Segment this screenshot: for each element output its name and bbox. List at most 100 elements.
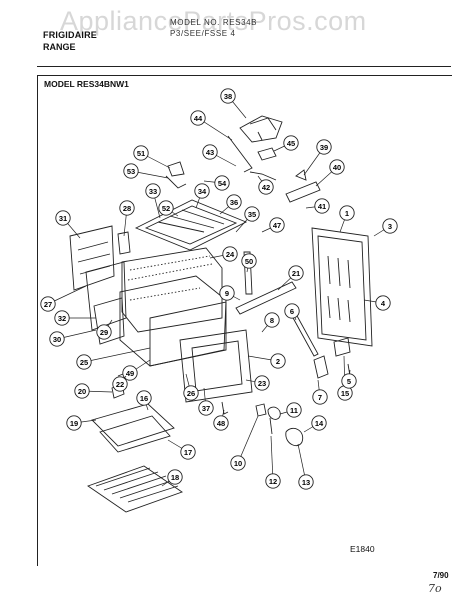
rack-18-grid: [95, 467, 179, 503]
callout-circle: [133, 145, 149, 161]
side-panel-31-shape: [69, 225, 115, 291]
part-callout-37: 37: [198, 387, 214, 416]
callout-number: 39: [320, 143, 328, 152]
callout-circle: [194, 183, 210, 199]
part-callout-48: 48: [213, 409, 229, 431]
callout-circle: [284, 303, 300, 319]
callout-circle: [283, 135, 299, 151]
callout-circle: [258, 179, 274, 195]
bracket-53-shape: [165, 175, 187, 189]
callout-circle: [382, 218, 398, 234]
rear-panel-slots: [327, 255, 351, 323]
top-panel-inner: [144, 205, 238, 245]
part-callout-42: 42: [257, 175, 274, 195]
clip-7-shape: [313, 355, 329, 379]
callout-number: 7: [318, 393, 322, 402]
callout-number: 20: [78, 387, 86, 396]
callout-number: 2: [276, 357, 280, 366]
callout-circle: [158, 200, 174, 216]
part-callout-33: 33: [145, 183, 161, 219]
top-mechanism-detail: [249, 117, 277, 141]
pin-48-shape: [221, 401, 229, 415]
callout-circle: [49, 331, 65, 347]
callout-circle: [54, 310, 70, 326]
callout-circle: [213, 415, 229, 431]
callout-number: 30: [53, 335, 61, 344]
callout-circle: [329, 159, 345, 175]
callout-number: 22: [116, 380, 124, 389]
callout-circle: [136, 390, 152, 406]
callout-circle: [339, 205, 355, 221]
part-callout-12: 12: [265, 435, 281, 489]
part-callout-53: 53: [123, 163, 169, 179]
callout-circle: [190, 110, 206, 126]
part-callout-16: 16: [136, 390, 152, 411]
bracket-40-shape: [285, 181, 321, 203]
callout-number: 13: [302, 478, 310, 487]
callout-number: 26: [187, 389, 195, 398]
heating-element-50: [243, 251, 253, 295]
part-callout-29: 29: [96, 319, 113, 340]
callout-circle: [122, 365, 138, 381]
callout-number: 38: [224, 92, 232, 101]
top-panel-lines: [157, 209, 225, 233]
callout-circle: [119, 200, 135, 216]
callout-number: 36: [230, 198, 238, 207]
part-callout-49: 49: [122, 359, 151, 381]
part-callout-39: 39: [303, 139, 332, 176]
part-callout-2: 2: [247, 353, 286, 369]
side-panel-lines: [77, 241, 111, 275]
callout-circle: [341, 373, 357, 389]
part-callout-35: 35: [235, 206, 260, 233]
callout-circle: [55, 210, 71, 226]
callout-number: 5: [347, 377, 351, 386]
callout-number: 53: [127, 167, 135, 176]
heating-element-21: [235, 281, 297, 315]
rod-6: [291, 313, 319, 357]
part-callout-51: 51: [133, 145, 171, 169]
part-callout-6: 6: [284, 303, 300, 321]
callout-leader-line: [237, 415, 259, 464]
callout-circle: [270, 353, 286, 369]
serial-line: P3/SEE/FSSE 4: [170, 29, 236, 38]
part-callout-27: 27: [40, 285, 87, 312]
callout-number: 47: [273, 221, 281, 230]
callout-number: 28: [123, 204, 131, 213]
part-callout-32: 32: [54, 310, 96, 326]
oven-cavity-front: [149, 301, 227, 367]
callout-circle: [112, 376, 128, 392]
callout-number: 32: [58, 314, 66, 323]
part-callout-36: 36: [219, 194, 242, 215]
callout-number: 4: [381, 299, 386, 308]
diagram-code: E1840: [350, 544, 375, 554]
callout-number: 21: [292, 269, 300, 278]
switch-51-shape: [167, 161, 185, 177]
callout-circle: [74, 383, 90, 399]
callout-circle: [288, 265, 304, 281]
callout-circle: [183, 385, 199, 401]
part-callout-5: 5: [341, 369, 357, 389]
model-number-line: MODEL NO. RES34B: [170, 18, 258, 27]
part-callout-18: 18: [161, 469, 183, 487]
part-callout-44: 44: [190, 110, 233, 141]
part-callout-17: 17: [167, 439, 196, 460]
part-callout-3: 3: [373, 218, 398, 237]
diagram-frame: [37, 75, 452, 566]
callout-circle: [202, 144, 218, 160]
callout-number: 3: [388, 222, 392, 231]
part-callout-22: 22: [112, 375, 128, 392]
part-callout-19: 19: [66, 415, 97, 431]
part-callout-25: 25: [76, 347, 151, 370]
callout-number: 12: [269, 477, 277, 486]
part-callout-38: 38: [220, 88, 247, 119]
knob-14-shape: [285, 428, 304, 446]
part-callout-43: 43: [202, 144, 237, 167]
rear-panel-shape: [311, 227, 373, 347]
knob-part-shape: [295, 169, 307, 181]
callout-number: 50: [245, 257, 253, 266]
part-callout-8: 8: [261, 312, 280, 333]
site-watermark: AppliancePartsPros.com: [60, 6, 367, 36]
